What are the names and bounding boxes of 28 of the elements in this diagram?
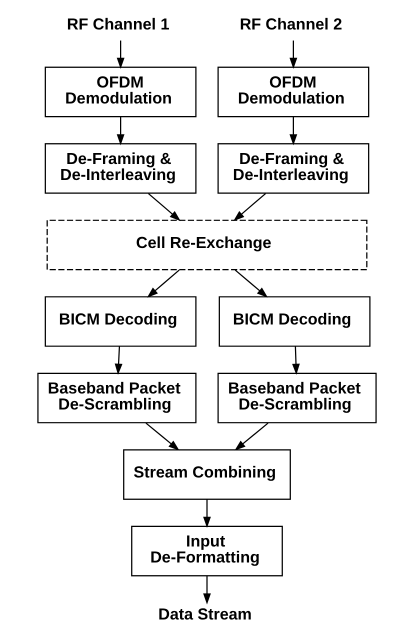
node-box: De-Framing & De-Interleaving [44,143,197,194]
node-box: OFDM Demodulation [44,66,197,118]
node-box: Baseband Packet De-Scrambling [37,372,197,424]
arrow [148,193,181,222]
arrow [233,193,266,222]
arrow [203,500,211,528]
arrow [146,422,180,451]
arrow [203,576,211,605]
node-box: Cell Re-Exchange [46,220,368,270]
node-text: Data Stream [158,605,252,624]
arrow [234,422,268,451]
arrow [146,270,180,298]
arrow [114,346,122,375]
node-box: BICM Decoding [218,296,371,347]
node-box: Stream Combining [123,449,291,500]
node-box: Baseband Packet De-Scrambling [217,372,377,424]
arrow [289,40,298,69]
node-box: De-Framing & De-Interleaving [217,143,370,194]
node-text: RF Channel 1 [66,16,170,34]
node-text: RF Channel 2 [240,16,342,34]
node-box: Input De-Formatting [131,526,283,576]
node-box: OFDM Demodulation [217,66,370,118]
arrow [289,117,298,146]
node-box: BICM Decoding [44,296,197,347]
arrow [292,346,300,375]
arrow [116,117,125,146]
arrow [116,40,125,69]
arrow [234,270,268,298]
